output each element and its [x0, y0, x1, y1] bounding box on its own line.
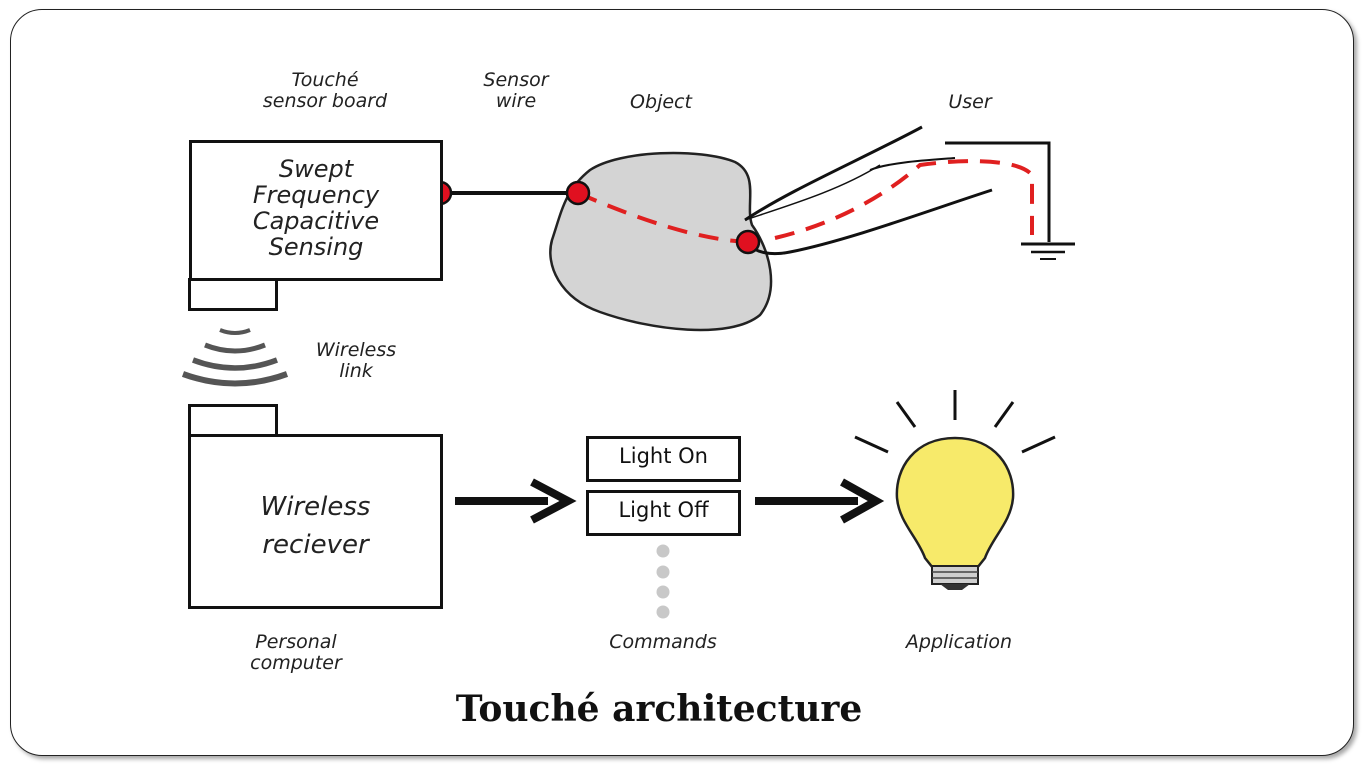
wireless-wave-4	[181, 371, 289, 387]
signal-path-user	[774, 159, 1034, 240]
hand-outline-lower	[748, 188, 993, 256]
arrow-commands-head	[840, 478, 885, 524]
more-dot-1	[656, 544, 670, 558]
sensor-board-box	[189, 140, 443, 281]
label-sensor-board: Touché sensor board	[262, 69, 388, 112]
bulb-tip	[940, 584, 970, 590]
label-sensor-wire: Sensor wire	[483, 69, 549, 112]
hand-outline	[744, 125, 923, 222]
electrode-touch-point	[735, 229, 761, 255]
hand-outline-inner	[744, 164, 881, 221]
more-dot-2	[656, 565, 670, 579]
wireless-wave-3	[192, 357, 278, 371]
label-commands: Commands	[609, 631, 717, 653]
bulb-ray-3	[993, 401, 1015, 428]
bulb-base	[931, 565, 979, 585]
receiver-tab	[188, 404, 278, 438]
label-user: User	[948, 91, 992, 113]
electrode-object-entry	[565, 180, 591, 206]
ground-wire	[945, 141, 1051, 242]
object-shape	[549, 151, 773, 332]
sensor-board-tab	[188, 278, 278, 311]
signal-path-object	[577, 191, 749, 244]
command-light-on: Light On	[586, 436, 741, 482]
sensor-board-text: Swept Frequency Capacitive Sensing	[252, 155, 380, 261]
label-object: Object	[630, 91, 692, 113]
wireless-wave-2	[204, 342, 266, 354]
bulb-ray-4	[854, 435, 889, 454]
receiver-box	[188, 434, 443, 609]
bulb-glass	[895, 436, 1015, 570]
label-application: Application	[905, 631, 1013, 653]
more-dot-4	[656, 605, 670, 619]
label-personal-computer: Personal computer	[250, 631, 342, 674]
label-wireless-link: Wireless link	[315, 339, 397, 382]
more-dot-3	[656, 585, 670, 599]
receiver-text: Wireless reciever	[260, 492, 371, 560]
wireless-wave-1	[219, 328, 251, 335]
bulb-ray-1	[895, 401, 917, 428]
page-title: Touché architecture	[455, 688, 863, 730]
arrow-receiver-head	[530, 478, 577, 524]
bulb-ray-5	[1021, 435, 1056, 454]
hand-outline-top	[869, 157, 956, 171]
command-light-off: Light Off	[586, 490, 741, 536]
